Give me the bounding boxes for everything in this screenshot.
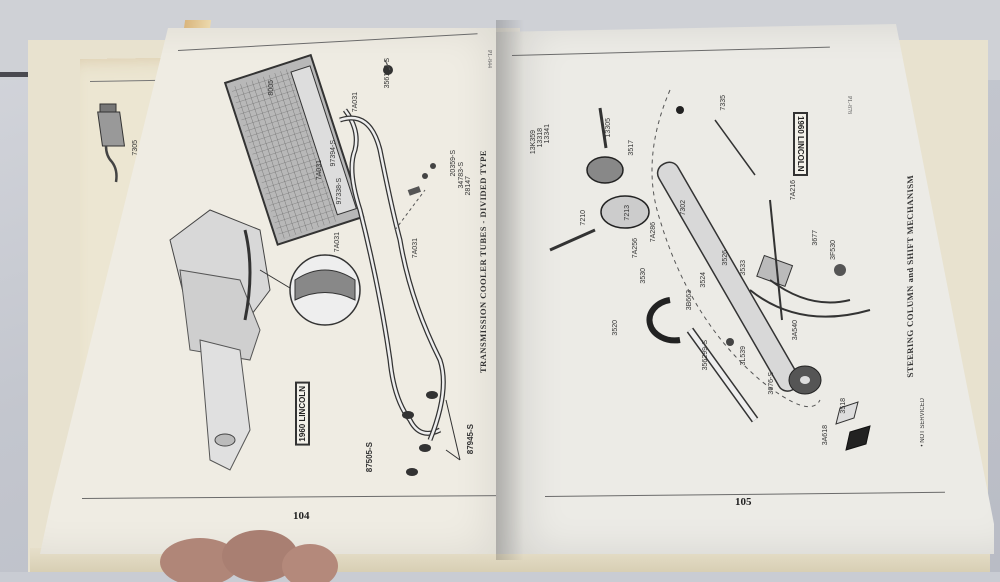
part-label: 34783-S (458, 162, 465, 189)
part-label: 356102-S (384, 58, 391, 89)
part-label: 7A286 (650, 222, 657, 243)
part-label: 3530 (640, 268, 647, 284)
part-label: 7210 (580, 210, 587, 226)
part-label: 7213 (624, 205, 631, 221)
part-label: 7302 (680, 200, 687, 216)
part-label: 356299-S (702, 340, 709, 371)
part-label: 7A031 (352, 92, 359, 113)
part-label: 7A031 (412, 238, 419, 259)
right-page-model-badge: 1960 LINCOLN (793, 112, 808, 176)
transmission-cooler-diagram (169, 53, 461, 476)
part-label: 28147 (465, 176, 472, 196)
right-page-footnote: • NOT SERVICED (920, 398, 926, 447)
part-label: 13318 (537, 128, 544, 148)
part-label: 7A031 (334, 232, 341, 253)
part-label: 87945-S (466, 424, 475, 455)
part-label: 97394-S (330, 140, 337, 167)
part-label: 3677 (812, 230, 819, 246)
steering-column-diagram (549, 89, 871, 451)
part-label: 13341 (544, 124, 551, 144)
part-label: 20359-S (450, 150, 457, 177)
part-label: 3B663 (686, 290, 693, 311)
part-label: 3533 (740, 260, 747, 276)
part-label: 87505-S (365, 442, 374, 473)
part-label: 7335 (720, 95, 727, 111)
part-label: 3A540 (792, 320, 799, 341)
under-page-cooler-diagram (97, 103, 126, 183)
part-label: 7A216 (790, 180, 797, 201)
book-gutter (496, 20, 524, 560)
part-label: 7A031 (316, 160, 323, 181)
left-page-number: 104 (293, 510, 310, 522)
part-label: 7A256 (632, 238, 639, 259)
right-page-plate-number: PL-878 (846, 96, 852, 114)
hand-fingers (160, 530, 338, 582)
part-label: 8005 (268, 80, 275, 96)
part-label: 3676-S (768, 372, 775, 395)
part-label: 97338-S (336, 178, 343, 205)
part-label: 13305 (605, 118, 612, 138)
part-label: 3524 (700, 272, 707, 288)
right-page-number: 105 (735, 496, 752, 508)
part-label: 3526 (722, 250, 729, 266)
part-label: 3518 (840, 398, 847, 414)
part-label: 3517 (628, 140, 635, 156)
part-label: 13K359 (530, 130, 537, 155)
part-label: 3L539 (740, 346, 747, 366)
part-label: 3A618 (822, 425, 829, 446)
left-page-plate-number: PL-844 (486, 50, 492, 68)
part-label: 3520 (612, 320, 619, 336)
right-page-title: STEERING COLUMN and SHIFT MECHANISM (905, 174, 915, 379)
part-label: 3F530 (830, 240, 837, 260)
